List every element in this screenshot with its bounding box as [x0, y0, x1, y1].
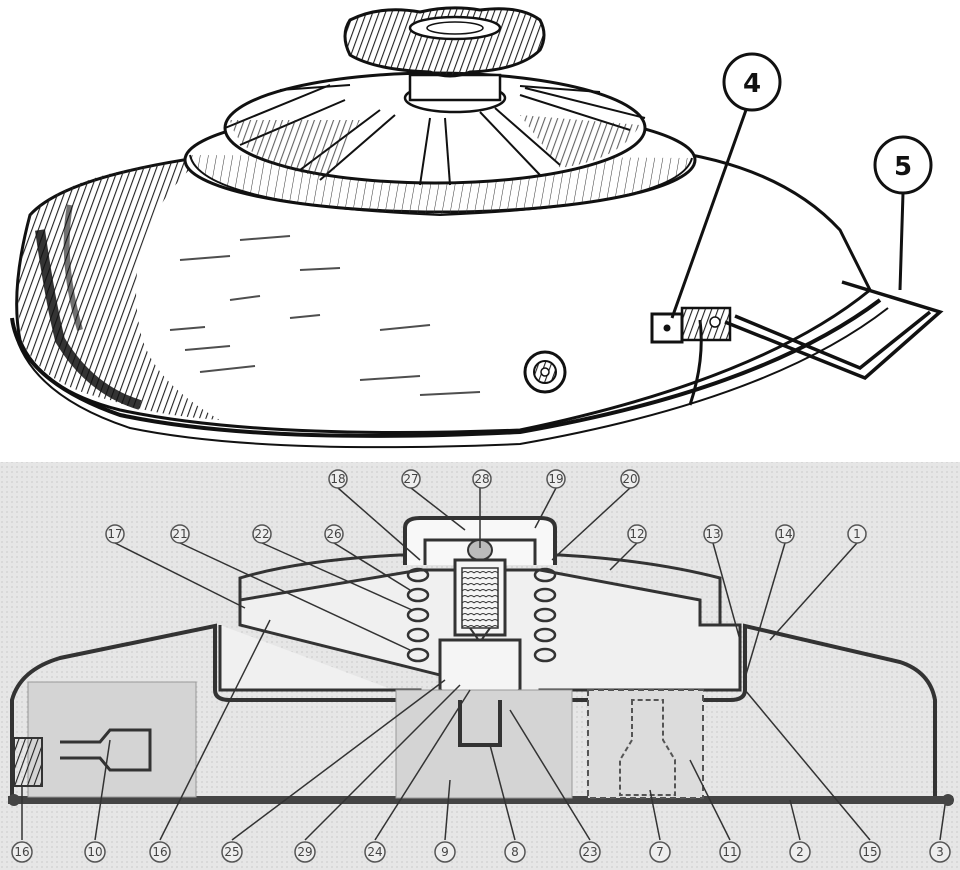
- side-fitting: [523, 350, 567, 394]
- callout-13: 13: [703, 524, 723, 544]
- callout-5: 5: [873, 135, 933, 291]
- callout-17-label: 17: [107, 527, 122, 541]
- outer-casing: [10, 623, 420, 800]
- callout-21-label: 21: [172, 527, 187, 541]
- callout-9: 9: [434, 841, 456, 863]
- callout-22-label: 22: [254, 527, 269, 541]
- callout-21: 21: [170, 524, 190, 544]
- left-block: [27, 681, 197, 798]
- callout-29-label: 29: [297, 845, 312, 859]
- callout-28-label: 28: [474, 472, 489, 486]
- callout-3-label: 3: [936, 845, 944, 859]
- callout-7: 7: [649, 841, 671, 863]
- callout-26-label: 26: [326, 527, 341, 541]
- callout-11: 11: [719, 841, 741, 863]
- callout-23: 23: [579, 841, 601, 863]
- callout-1: 1: [847, 524, 867, 544]
- callout-1-label: 1: [853, 527, 861, 541]
- callout-10-label: 10: [87, 845, 102, 859]
- callout-19: 19: [546, 469, 566, 489]
- callout-18-label: 18: [330, 472, 345, 486]
- callout-16b: 16: [149, 841, 171, 863]
- housing-rim: [10, 298, 882, 438]
- callout-9-label: 9: [441, 845, 449, 859]
- callout-20: 20: [620, 469, 640, 489]
- callout-25: 25: [221, 841, 243, 863]
- callout-24: 24: [364, 841, 386, 863]
- cross-section-view: 18 27 28 19 20 17 21 22 26 12 13 14 1 16…: [0, 462, 960, 870]
- callout-12-label: 12: [629, 527, 644, 541]
- callout-14: 14: [775, 524, 795, 544]
- callout-27: 27: [401, 469, 421, 489]
- callout-16b-label: 16: [152, 845, 167, 859]
- callout-12: 12: [627, 524, 647, 544]
- callout-2-label: 2: [796, 845, 804, 859]
- left-nozzle: [13, 737, 43, 787]
- right-dashed-box: [587, 689, 704, 799]
- callout-3: 3: [929, 841, 951, 863]
- spring-coils: [406, 567, 557, 663]
- callout-8-label: 8: [511, 845, 519, 859]
- callout-8: 8: [504, 841, 526, 863]
- callout-14-label: 14: [777, 527, 792, 541]
- callout-17: 17: [105, 524, 125, 544]
- base-plate: [8, 796, 953, 804]
- callout-26: 26: [324, 524, 344, 544]
- callout-29: 29: [294, 841, 316, 863]
- callout-15-label: 15: [862, 845, 877, 859]
- callout-13-label: 13: [705, 527, 720, 541]
- callout-18: 18: [328, 469, 348, 489]
- callout-5-label: 5: [894, 152, 912, 182]
- callout-16a-label: 16: [14, 845, 29, 859]
- callout-25-label: 25: [224, 845, 239, 859]
- bracket: [650, 306, 732, 344]
- callout-20-label: 20: [622, 472, 637, 486]
- callout-19-label: 19: [548, 472, 563, 486]
- wire-frame: [724, 280, 944, 381]
- callout-10: 10: [84, 841, 106, 863]
- callout-7-label: 7: [656, 845, 664, 859]
- callout-4-label: 4: [743, 69, 761, 99]
- callout-22: 22: [252, 524, 272, 544]
- callout-15: 15: [859, 841, 881, 863]
- callout-4: 4: [670, 52, 782, 319]
- callout-27-label: 27: [403, 472, 418, 486]
- callout-28: 28: [472, 469, 492, 489]
- exterior-view: 4 5: [10, 6, 944, 449]
- callout-24-label: 24: [367, 845, 382, 859]
- callout-2: 2: [789, 841, 811, 863]
- callout-11-label: 11: [722, 845, 737, 859]
- callout-16a: 16: [11, 841, 33, 863]
- callout-23-label: 23: [582, 845, 597, 859]
